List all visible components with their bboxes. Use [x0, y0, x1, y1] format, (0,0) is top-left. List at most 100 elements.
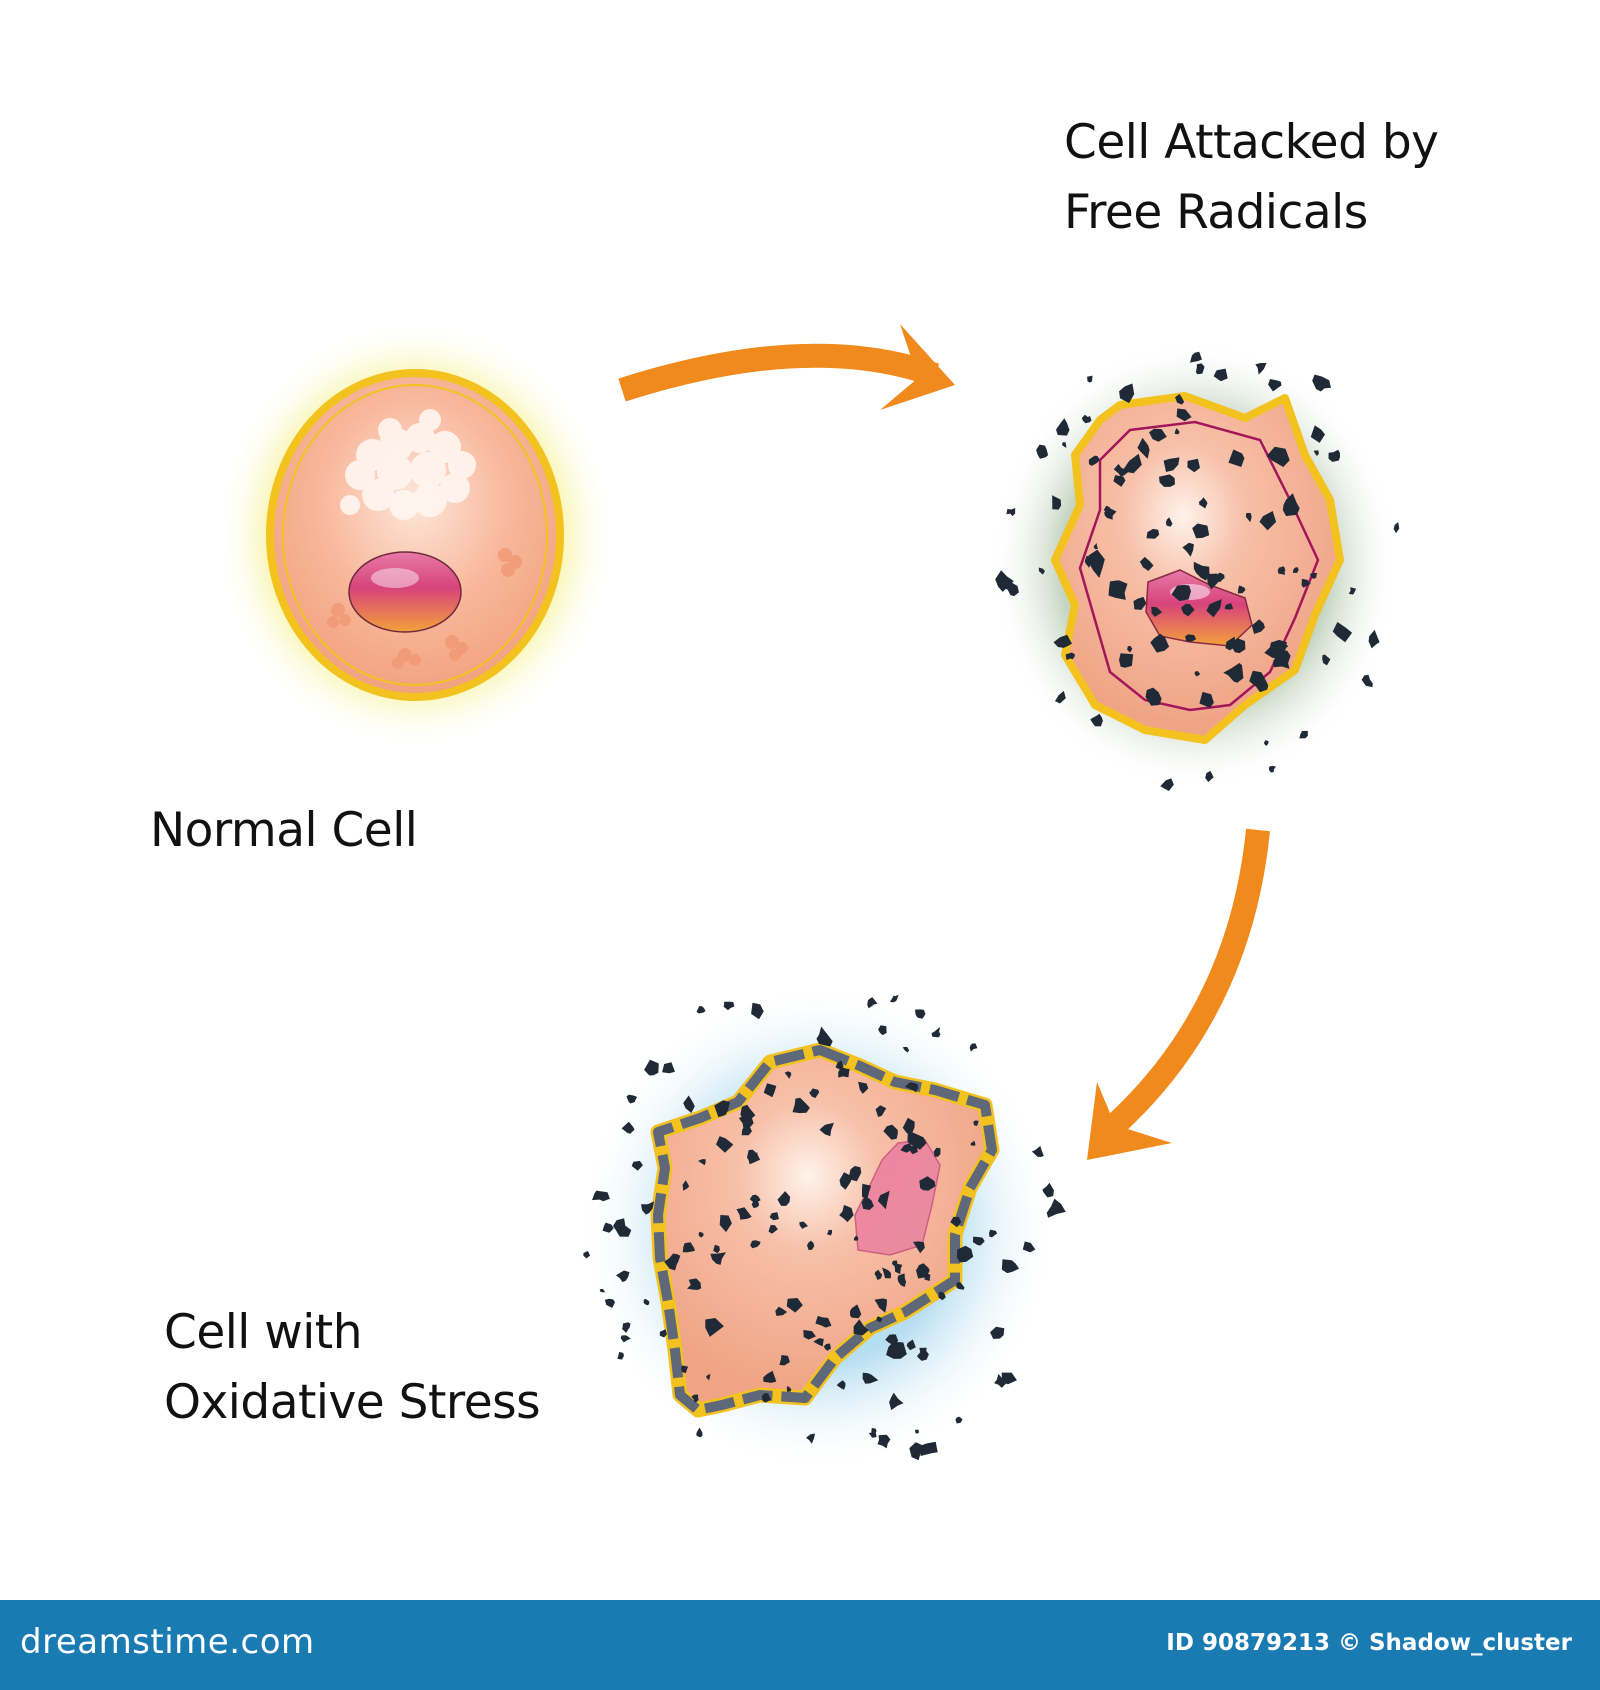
free-radical [1090, 713, 1103, 727]
free-radical [749, 1194, 761, 1203]
free-radical [1277, 566, 1286, 575]
free-radical [604, 1298, 615, 1308]
free-radical [617, 1351, 624, 1360]
free-radical [973, 1120, 979, 1126]
free-radical [698, 1231, 704, 1238]
free-radical [1199, 497, 1208, 509]
free-radical [989, 1229, 998, 1238]
free-radical [1199, 691, 1214, 708]
free-radical [897, 1273, 907, 1287]
free-radical [659, 1329, 667, 1338]
free-radical [956, 1245, 974, 1263]
free-radical [682, 1180, 690, 1191]
free-radical [1171, 584, 1191, 602]
free-radical [836, 1380, 846, 1390]
free-radical [1332, 622, 1353, 643]
free-radical [839, 1204, 854, 1223]
free-radical [681, 1365, 689, 1374]
free-radical [682, 1242, 695, 1253]
free-radical [1176, 408, 1192, 422]
free-radical [850, 1304, 862, 1319]
free-radical [1223, 663, 1244, 683]
label-oxidative-line1: Cell with [164, 1305, 363, 1360]
free-radical [741, 1123, 752, 1136]
free-radical [691, 1394, 699, 1403]
free-radical [1205, 770, 1214, 783]
free-radical [1002, 582, 1019, 597]
free-radical [613, 1218, 632, 1237]
free-radical [669, 1253, 681, 1264]
free-radical [763, 1083, 777, 1098]
free-radical [643, 1298, 650, 1306]
free-radical [716, 1136, 734, 1153]
free-radical [914, 1009, 926, 1019]
free-radical [1292, 567, 1299, 573]
footer-logo[interactable]: dreamstime.com [20, 1622, 315, 1662]
free-radical [747, 1149, 761, 1165]
free-radical [696, 1006, 706, 1014]
free-radical [907, 1130, 927, 1150]
free-radical [990, 1326, 1005, 1339]
free-radical [602, 1222, 614, 1233]
free-radical [1119, 653, 1134, 668]
free-radical [1282, 493, 1300, 517]
free-radical [1251, 619, 1265, 634]
free-radical [1062, 442, 1067, 448]
free-radical [1001, 1372, 1017, 1385]
free-radical [1093, 543, 1098, 550]
free-radical [696, 1427, 703, 1438]
free-radical [838, 1066, 850, 1078]
normal-cell [215, 320, 615, 750]
free-radical [874, 1269, 883, 1280]
free-radical [777, 1191, 791, 1206]
free-radical [1151, 606, 1163, 617]
free-radical [751, 1002, 764, 1020]
free-radical [816, 1026, 833, 1047]
free-radical [861, 1195, 874, 1210]
free-radical [620, 1335, 631, 1343]
free-radical [1264, 639, 1287, 659]
free-radical [858, 1081, 869, 1094]
golgi-cluster [340, 409, 476, 520]
free-radical [1206, 573, 1219, 590]
free-radical [900, 1143, 913, 1153]
free-radical [622, 1322, 631, 1333]
free-radical [713, 1244, 720, 1254]
free-radical [1268, 379, 1282, 392]
free-radical [631, 1160, 643, 1171]
oxidative-stress-cell [578, 983, 1058, 1473]
free-radical [1160, 778, 1174, 791]
free-radical [931, 1026, 941, 1038]
free-radical [877, 1434, 891, 1449]
free-radical [848, 1166, 862, 1182]
free-radical [662, 1062, 675, 1074]
free-radical [1182, 542, 1194, 557]
free-radical [769, 1212, 779, 1221]
free-radical [723, 1001, 735, 1011]
free-radical [786, 1385, 792, 1392]
free-radical [1159, 474, 1175, 487]
free-radical [1348, 587, 1357, 595]
free-radical [827, 1229, 832, 1236]
free-radical [1225, 636, 1236, 651]
free-radical [799, 1221, 808, 1229]
free-radical [813, 1338, 824, 1347]
free-radical [1145, 687, 1162, 706]
nucleus [348, 551, 462, 633]
free-radical [995, 570, 1014, 592]
free-radical [1088, 549, 1105, 578]
free-radical [1119, 383, 1135, 404]
free-radical [786, 1298, 803, 1313]
free-radical [853, 1319, 869, 1336]
free-radical [883, 1124, 898, 1140]
free-radical [761, 1393, 771, 1403]
free-radical [1181, 603, 1195, 617]
free-radical [644, 1059, 659, 1076]
free-radical [1266, 446, 1290, 467]
free-radical [1328, 449, 1340, 462]
free-radical [710, 1252, 726, 1265]
free-radical [919, 1441, 938, 1456]
free-radical [823, 1343, 831, 1351]
footer-credit: ID 90879213 © Shadow_cluster [1166, 1630, 1572, 1656]
label-attacked-line2: Free Radicals [1064, 185, 1368, 240]
